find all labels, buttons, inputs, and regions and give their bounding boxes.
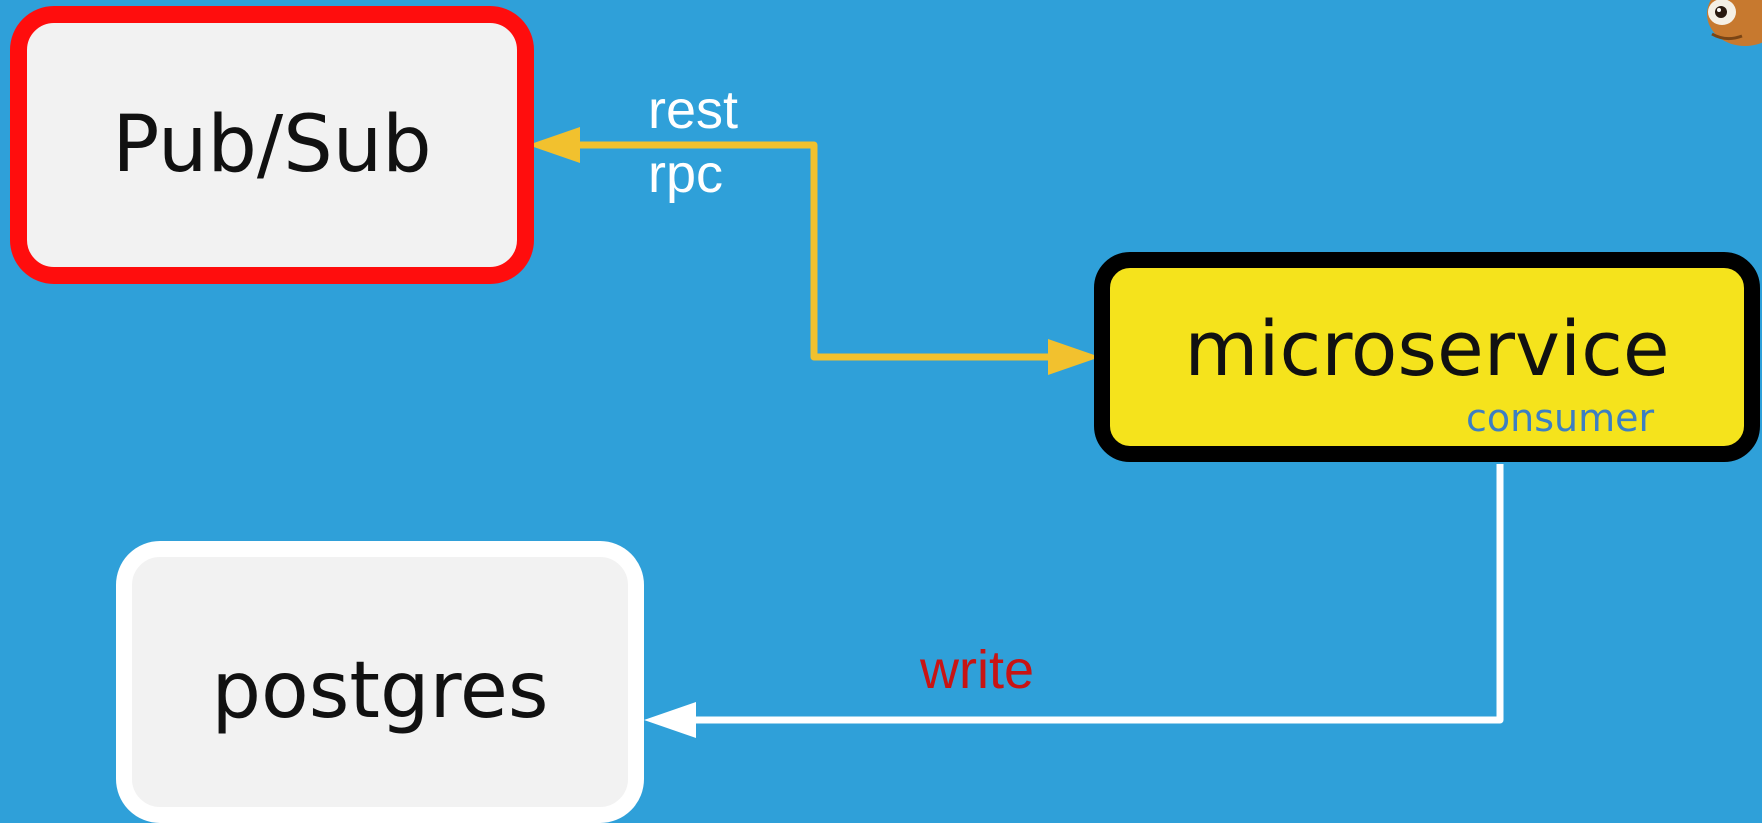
mascot-icon [1707, 0, 1762, 46]
pubsub-label: Pub/Sub [112, 100, 432, 190]
microservice-node: microservice [1094, 252, 1760, 462]
rest-rpc-connector [580, 141, 1050, 361]
arrowhead-to-microservice [1048, 339, 1100, 375]
write-connector [692, 464, 1504, 724]
microservice-label: microservice [1184, 303, 1670, 393]
edge-label-write: write [920, 640, 1035, 700]
arrowhead-to-postgres [644, 702, 696, 738]
edge-label-rpc: rpc [648, 144, 724, 204]
consumer-sublabel: consumer [1466, 396, 1655, 440]
postgres-label: postgres [211, 646, 549, 736]
arrowhead-to-pubsub [528, 127, 580, 163]
edge-label-rest: rest [648, 80, 739, 140]
postgres-node: postgres [116, 541, 644, 823]
pubsub-node: Pub/Sub [10, 6, 534, 284]
